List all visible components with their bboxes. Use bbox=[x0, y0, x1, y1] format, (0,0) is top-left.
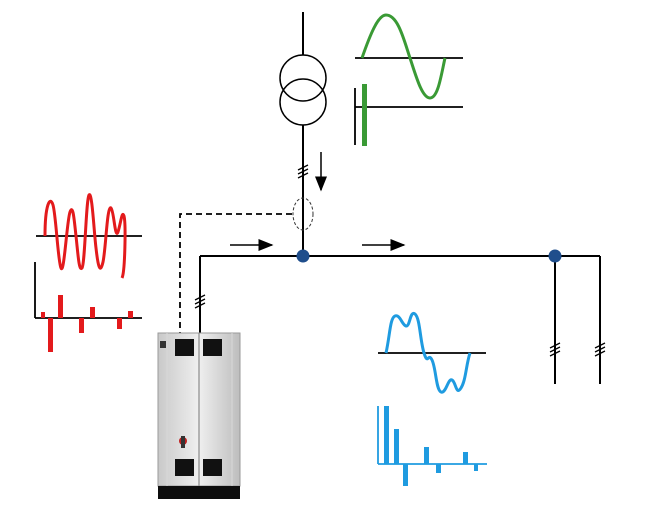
transformer-icon bbox=[279, 54, 327, 126]
active-filter-cabinet-icon bbox=[157, 332, 241, 499]
filter-spectrum-bar bbox=[90, 307, 95, 318]
filter-spectrum-bar bbox=[58, 295, 63, 318]
three-phase-tick-load2-icon bbox=[594, 342, 606, 357]
filter-spectrum-bar bbox=[48, 318, 53, 352]
filter-spectrum-bars bbox=[41, 295, 133, 352]
bus-node-left-icon bbox=[296, 249, 310, 263]
load-spectrum-bar bbox=[424, 447, 429, 464]
load-spectrum-bars bbox=[384, 406, 478, 486]
supply-waveform bbox=[360, 13, 447, 100]
load-spectrum-bar bbox=[384, 406, 389, 464]
bus-node-right-icon bbox=[548, 249, 562, 263]
three-phase-tick-supply-icon bbox=[297, 164, 309, 179]
load-waveform bbox=[384, 311, 472, 394]
sensor-signal-line bbox=[179, 213, 292, 333]
current-sensor-icon bbox=[292, 197, 314, 231]
load-spectrum-bar bbox=[403, 464, 408, 486]
load-spectrum-bar bbox=[394, 429, 399, 464]
load-spectrum-bar bbox=[474, 464, 478, 471]
filter-spectrum-bar bbox=[41, 312, 45, 318]
filter-waveform bbox=[43, 193, 127, 279]
filter-spectrum-bar bbox=[117, 318, 122, 329]
filter-spectrum-bar bbox=[128, 311, 133, 318]
load-spectrum-bar bbox=[436, 464, 441, 473]
filter-spectrum-bar bbox=[79, 318, 84, 333]
three-phase-tick-filter-icon bbox=[194, 294, 206, 309]
load-spectrum-bar bbox=[463, 452, 468, 464]
three-phase-tick-load1-icon bbox=[549, 342, 561, 357]
supply-spectrum-bar bbox=[362, 84, 367, 146]
